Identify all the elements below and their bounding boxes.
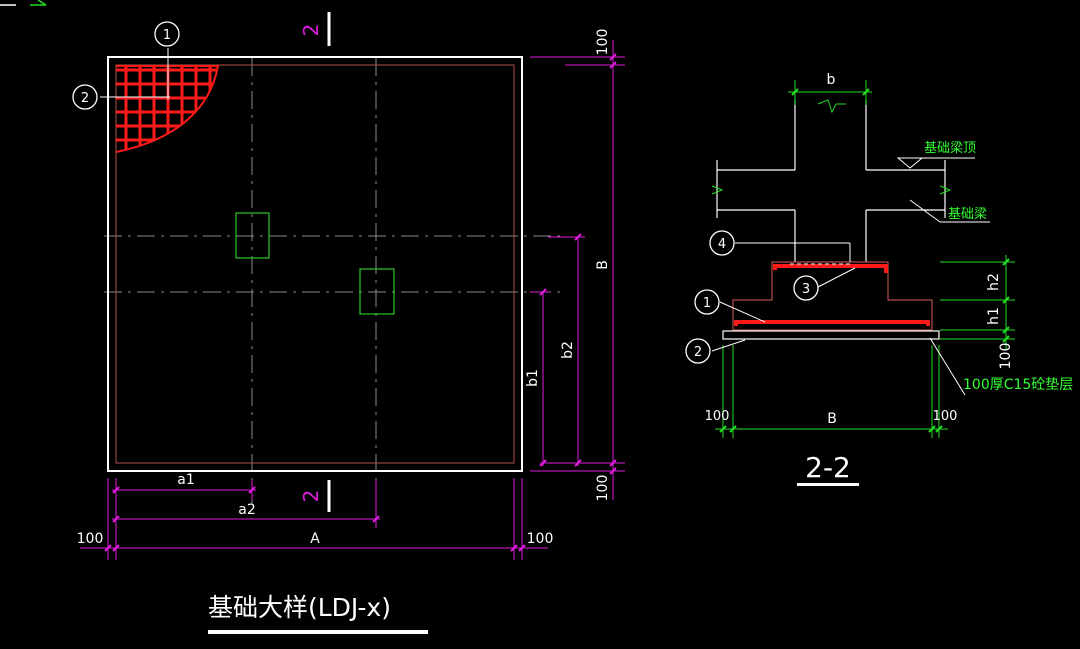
dim-right-100-label: 100: [527, 531, 554, 547]
beam-top-label: 基础梁顶: [924, 141, 976, 156]
section-mark-bottom: 2: [299, 490, 323, 503]
section-dim-right-100-label: 100: [933, 409, 958, 424]
footing-inner-outline: [115, 64, 515, 464]
dim-side-100-label: 100: [998, 343, 1014, 370]
plan-right-ticks: [539, 53, 617, 475]
dim-h1-label: h1: [986, 307, 1002, 325]
section-callout-1-label: 1: [703, 296, 711, 311]
section-callout-2: [685, 338, 711, 364]
section-callout-3-label: 3: [802, 282, 810, 297]
section-callout-2-label: 2: [694, 345, 702, 360]
section-dim-B-label: B: [827, 411, 837, 427]
section-view: [685, 80, 1015, 438]
section-column: [716, 100, 946, 262]
column-1: [235, 212, 270, 259]
plan-title: 基础大样(LDJ-x): [208, 593, 391, 622]
section-title: 2-2: [805, 451, 851, 484]
rebar-upper: [773, 264, 888, 273]
plan-callout-1: [154, 21, 180, 47]
dim-bottom-100-label: 100: [595, 475, 611, 502]
section-callout-1: [694, 289, 720, 315]
section-title-underline: [797, 483, 859, 486]
plan-callout-2: [72, 84, 98, 110]
plan-title-underline: [208, 630, 428, 634]
section-dim-b-label: b: [827, 72, 836, 88]
dim-a2-label: a2: [238, 502, 256, 518]
section-callout-4: [709, 230, 735, 256]
cushion-layer: [722, 330, 940, 340]
dim-h2-label: h2: [986, 273, 1002, 291]
dim-B-label: B: [595, 260, 611, 270]
plan-right-dims: [530, 40, 625, 500]
column-2: [359, 268, 395, 315]
plan-view: [72, 12, 625, 560]
dim-A-label: A: [310, 531, 320, 547]
dim-a1-label: a1: [177, 472, 195, 488]
corner-mark: [0, 0, 47, 6]
section-callout-3: [793, 275, 819, 301]
dim-left-100-label: 100: [77, 531, 104, 547]
plan-centerlines: [104, 58, 560, 510]
footing-outline: [107, 56, 523, 472]
rebar-grid: [116, 66, 218, 152]
rebar-quarter-edge: [115, 65, 220, 153]
dim-b1-label: b1: [525, 369, 541, 387]
section-mark-top: 2: [299, 24, 323, 37]
section-dim-left-100-label: 100: [705, 409, 730, 424]
dim-b2-label: b2: [560, 341, 576, 359]
footing-profile: [732, 261, 933, 331]
plan-callout-2-label: 2: [81, 91, 89, 106]
section-callout-4-label: 4: [718, 237, 726, 252]
dim-top-100-label: 100: [595, 29, 611, 56]
plan-callout-1-label: 1: [163, 28, 171, 43]
plan-bottom-ticks: [104, 486, 526, 552]
cushion-label: 100厚C15砼垫层: [963, 377, 1073, 393]
beam-label: 基础梁: [948, 207, 987, 222]
